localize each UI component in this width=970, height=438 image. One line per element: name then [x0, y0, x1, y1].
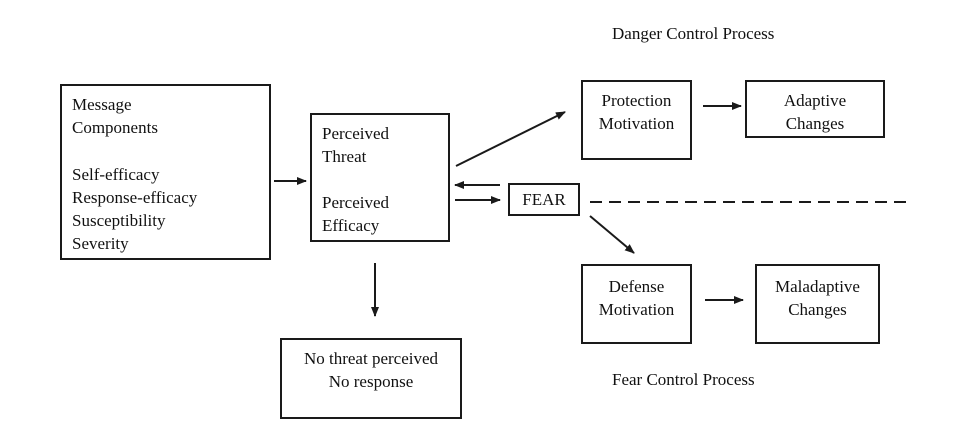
danger-control-process-label: Danger Control Process: [612, 24, 775, 43]
message-item: Response-efficacy: [72, 188, 198, 207]
adaptive-line1: Adaptive: [783, 91, 847, 110]
maladaptive-line2: Changes: [788, 300, 847, 319]
perceived-line1: Perceived: [322, 124, 390, 143]
perceived-line3: Perceived: [322, 193, 390, 212]
perceived-threat-efficacy-box: Perceived Threat Perceived Efficacy: [310, 113, 450, 242]
protection-motivation-box: Protection Motivation: [581, 80, 692, 160]
message-heading-line1: Message: [72, 95, 132, 114]
no-threat-box: No threat perceived No response: [280, 338, 462, 419]
protection-line2: Motivation: [598, 114, 675, 133]
maladaptive-changes-box: Maladaptive Changes: [755, 264, 880, 344]
maladaptive-changes-text: Maladaptive Changes: [757, 275, 878, 321]
fear-label: FEAR: [522, 190, 566, 209]
protection-motivation-text: Protection Motivation: [583, 89, 690, 135]
message-item: Susceptibility: [72, 211, 166, 230]
no-threat-line2: No response: [328, 372, 414, 391]
arrow-fear-to-defense: [589, 215, 635, 254]
fear-box: FEAR: [508, 183, 580, 216]
perceived-efficacy-text: Perceived Efficacy: [322, 191, 389, 237]
maladaptive-line1: Maladaptive: [775, 277, 860, 296]
fear-control-process-label: Fear Control Process: [612, 370, 755, 389]
perceived-line4: Efficacy: [322, 216, 380, 235]
message-components-box: Message Components Self-efficacy Respons…: [60, 84, 271, 260]
protection-line1: Protection: [601, 91, 672, 110]
message-heading-line2: Components: [72, 118, 158, 137]
no-threat-line1: No threat perceived: [303, 349, 439, 368]
perceived-threat-text: Perceived Threat: [322, 122, 389, 168]
message-item: Self-efficacy: [72, 165, 160, 184]
arrow-perceived-to-protection: [455, 111, 566, 167]
adaptive-changes-box: Adaptive Changes: [745, 80, 885, 138]
adaptive-changes-text: Adaptive Changes: [747, 89, 883, 135]
message-components-heading: Message Components: [72, 93, 158, 139]
message-components-list: Self-efficacy Response-efficacy Suscepti…: [72, 163, 197, 255]
message-item: Severity: [72, 234, 129, 253]
defense-line2: Motivation: [598, 300, 675, 319]
perceived-line2: Threat: [322, 147, 367, 166]
adaptive-line2: Changes: [785, 114, 845, 133]
defense-line1: Defense: [608, 277, 665, 296]
defense-motivation-text: Defense Motivation: [583, 275, 690, 321]
defense-motivation-box: Defense Motivation: [581, 264, 692, 344]
no-threat-text: No threat perceived No response: [282, 347, 460, 393]
